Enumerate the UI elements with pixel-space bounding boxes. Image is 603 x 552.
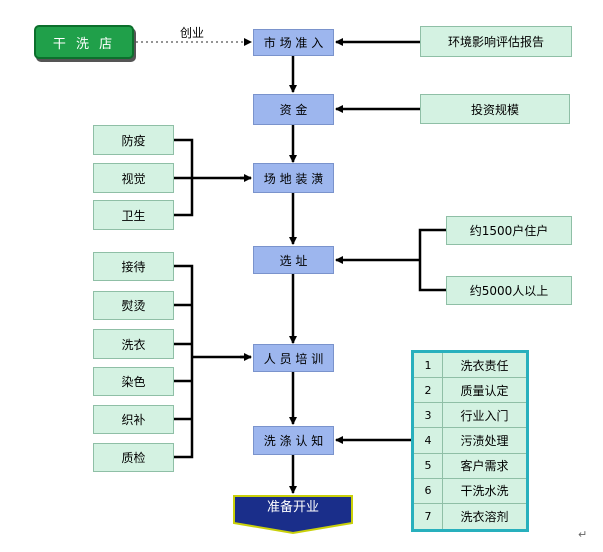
edge-decoration-bracket	[174, 138, 251, 217]
input-hygiene[interactable]: 卫生	[93, 200, 174, 230]
row-number: 6	[414, 478, 443, 503]
table-row: 6 干洗水洗	[414, 478, 526, 504]
row-number: 2	[414, 378, 443, 403]
step-washing-knowledge[interactable]: 洗 涤 认 知	[253, 426, 334, 455]
row-number: 1	[414, 353, 443, 378]
edge-site-bracket	[336, 228, 446, 292]
table-row: 1 洗衣责任	[414, 353, 526, 379]
input-visual[interactable]: 视觉	[93, 163, 174, 193]
row-text: 客户需求	[460, 459, 509, 474]
input-mending[interactable]: 织补	[93, 405, 174, 434]
input-population[interactable]: 约5000人以上	[446, 276, 572, 305]
row-text: 洗衣责任	[460, 358, 509, 373]
input-dyeing[interactable]: 染色	[93, 367, 174, 396]
input-epidemic-prevention[interactable]: 防疫	[93, 125, 174, 155]
final-step-label[interactable]: 准备开业	[266, 500, 319, 515]
row-text: 洗衣溶剂	[460, 509, 509, 524]
table-row: 3 行业入门	[414, 403, 526, 429]
final-step-shape	[233, 495, 353, 535]
input-laundry[interactable]: 洗衣	[93, 329, 174, 359]
row-text: 污渍处理	[460, 433, 509, 448]
step-market-entry[interactable]: 市 场 准 入	[253, 29, 334, 56]
row-number: 5	[414, 453, 443, 478]
step-staff-training[interactable]: 人 员 培 训	[253, 344, 334, 372]
step-site-selection[interactable]: 选 址	[253, 246, 334, 274]
paragraph-mark-icon: ↵	[578, 528, 588, 541]
table-row: 7 洗衣溶剂	[414, 503, 526, 529]
input-ironing[interactable]: 熨烫	[93, 291, 174, 320]
table-row: 5 客户需求	[414, 453, 526, 479]
step-decoration[interactable]: 场 地 装 潢	[253, 163, 334, 193]
input-reception[interactable]: 接待	[93, 252, 174, 281]
edge-training-bracket	[174, 264, 251, 459]
start-node[interactable]: 干 洗 店	[34, 25, 134, 59]
row-number: 7	[414, 503, 443, 529]
row-text: 质量认定	[460, 383, 509, 398]
row-number: 4	[414, 428, 443, 453]
row-text: 干洗水洗	[460, 484, 509, 499]
knowledge-table: 1 洗衣责任 2 质量认定 3 行业入门 4 污渍处理 5 客户需求 6 干洗水…	[411, 350, 529, 532]
step-funding[interactable]: 资 金	[253, 94, 334, 125]
input-quality-check[interactable]: 质检	[93, 443, 174, 472]
row-number: 3	[414, 403, 443, 428]
input-investment-scale[interactable]: 投资规模	[420, 94, 570, 124]
input-households[interactable]: 约1500户住户	[446, 216, 572, 245]
row-text: 行业入门	[460, 408, 509, 423]
table-row: 2 质量认定	[414, 378, 526, 404]
input-environment-report[interactable]: 环境影响评估报告	[420, 26, 572, 57]
start-edge-label: 创业	[180, 26, 205, 40]
table-row: 4 污渍处理	[414, 428, 526, 454]
